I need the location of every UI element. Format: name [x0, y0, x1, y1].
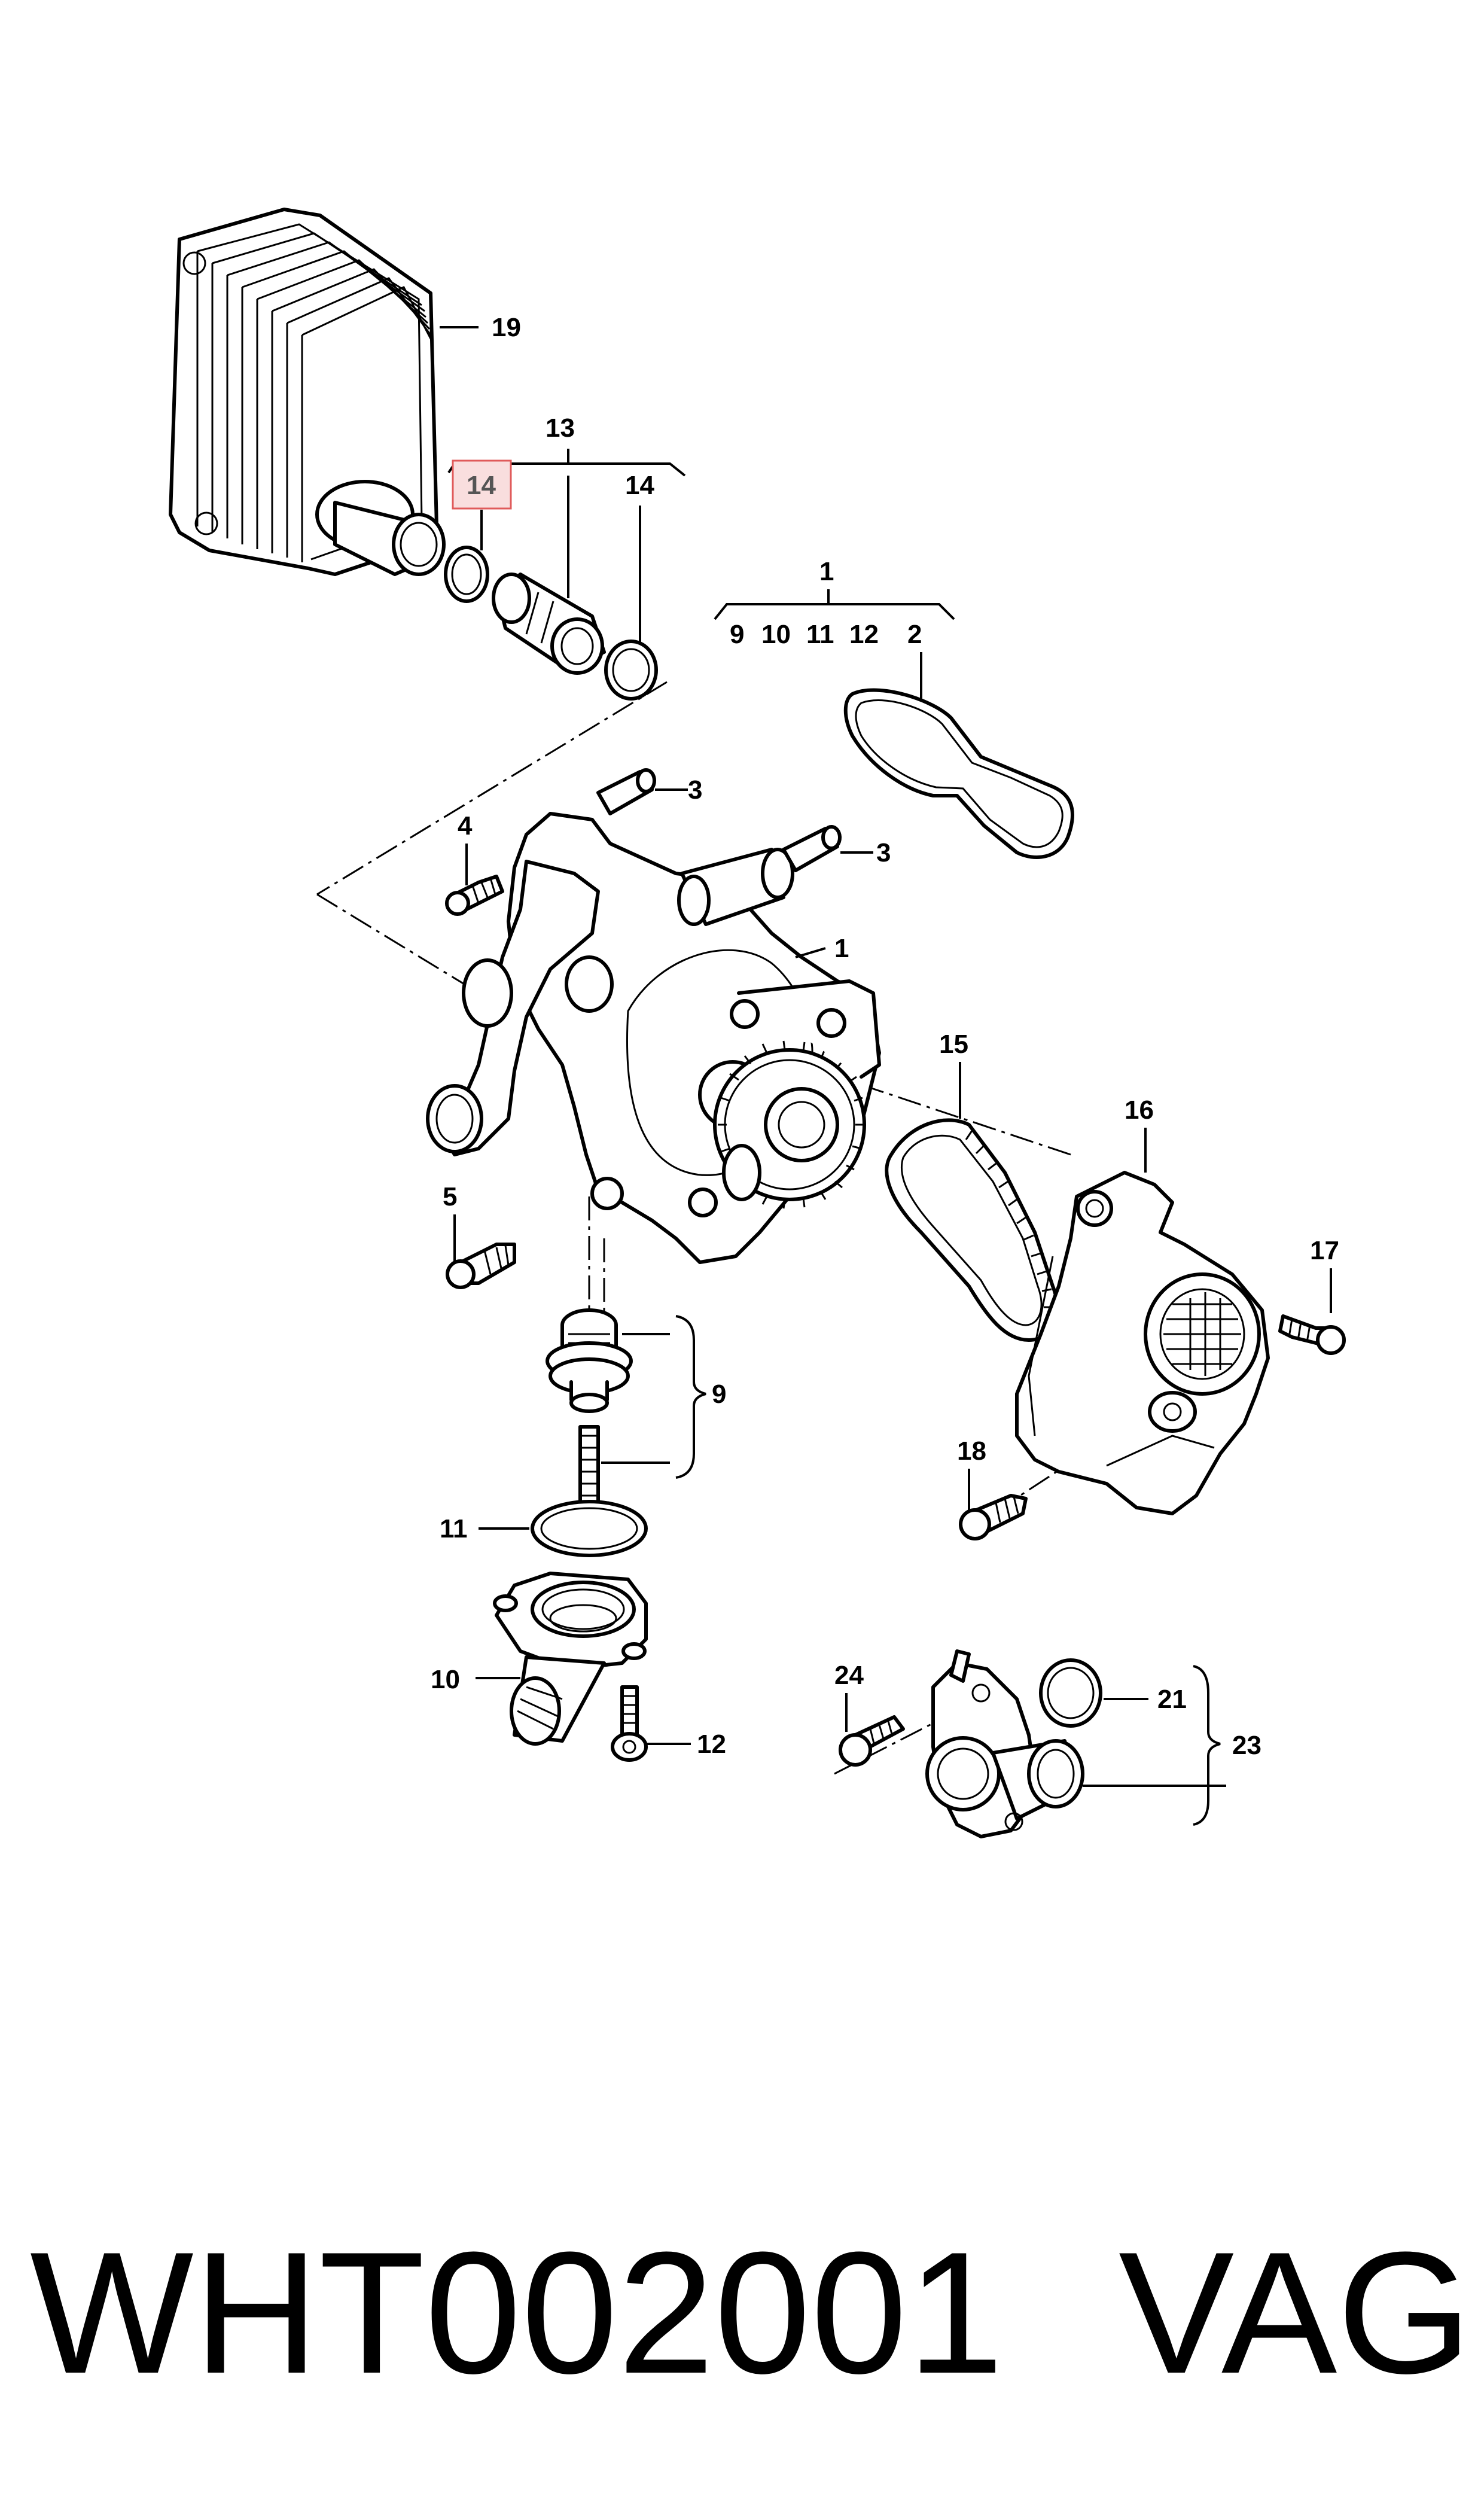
- bolt-5: [446, 1243, 516, 1289]
- callout-10: 10: [431, 1665, 460, 1694]
- callout-5: 5: [443, 1182, 457, 1211]
- gasket: [843, 688, 1074, 859]
- callout-9: 9: [712, 1380, 726, 1409]
- callout-14-highlight: 14: [467, 471, 496, 500]
- part-number: WHT002001: [30, 2216, 1004, 2410]
- thermostat-housing: [493, 1572, 648, 1746]
- callout-14: 14: [625, 471, 654, 500]
- callout-10-top: 10: [761, 620, 791, 649]
- callout-1-pump: 1: [834, 934, 849, 963]
- timing-belt: [885, 1118, 1059, 1342]
- bolt-4: [445, 875, 504, 916]
- pump-housing: [426, 812, 881, 1264]
- callout-11-top: 11: [806, 620, 834, 649]
- thermostat: [546, 1308, 633, 1413]
- o-ring-11: [531, 1500, 648, 1557]
- thermostat-pin: [578, 1425, 600, 1509]
- bolt-17: [1278, 1314, 1346, 1355]
- callout-1-top: 1: [819, 557, 834, 586]
- dowel-pin-lower: [782, 825, 842, 872]
- callout-13: 13: [546, 413, 575, 443]
- o-ring-21: [1039, 1658, 1102, 1728]
- callout-19: 19: [492, 313, 521, 342]
- callout-4: 4: [458, 811, 473, 841]
- bolt-24: [839, 1715, 905, 1767]
- footer: WHT002001 VAG: [0, 2213, 1484, 2410]
- brand-name: VAG: [1119, 2216, 1472, 2410]
- callout-12-top: 12: [849, 620, 879, 649]
- flange-connector: [925, 1649, 1084, 1838]
- callout-21: 21: [1157, 1685, 1187, 1714]
- callout-23: 23: [1232, 1731, 1261, 1760]
- oil-cooler: [169, 208, 446, 576]
- o-ring-right: [604, 640, 658, 701]
- callout-24: 24: [834, 1661, 864, 1690]
- callout-12: 12: [697, 1730, 726, 1759]
- callout-9-top: 9: [730, 620, 744, 649]
- callout-3-upper: 3: [688, 775, 702, 805]
- connector-pipe: [492, 573, 606, 675]
- bolt-18: [959, 1494, 1028, 1540]
- callout-18: 18: [957, 1436, 986, 1466]
- callout-11: 11: [440, 1514, 468, 1543]
- highlight-box: [452, 459, 512, 510]
- callout-2: 2: [907, 620, 922, 649]
- callout-17: 17: [1310, 1236, 1339, 1265]
- callout-3-lower: 3: [876, 838, 891, 867]
- bolt-12: [611, 1685, 648, 1762]
- dowel-pin-upper: [596, 768, 656, 815]
- callout-16: 16: [1125, 1095, 1154, 1125]
- callout-15: 15: [939, 1030, 968, 1059]
- belt-cover: [1015, 1171, 1270, 1515]
- o-ring-left: [444, 546, 489, 603]
